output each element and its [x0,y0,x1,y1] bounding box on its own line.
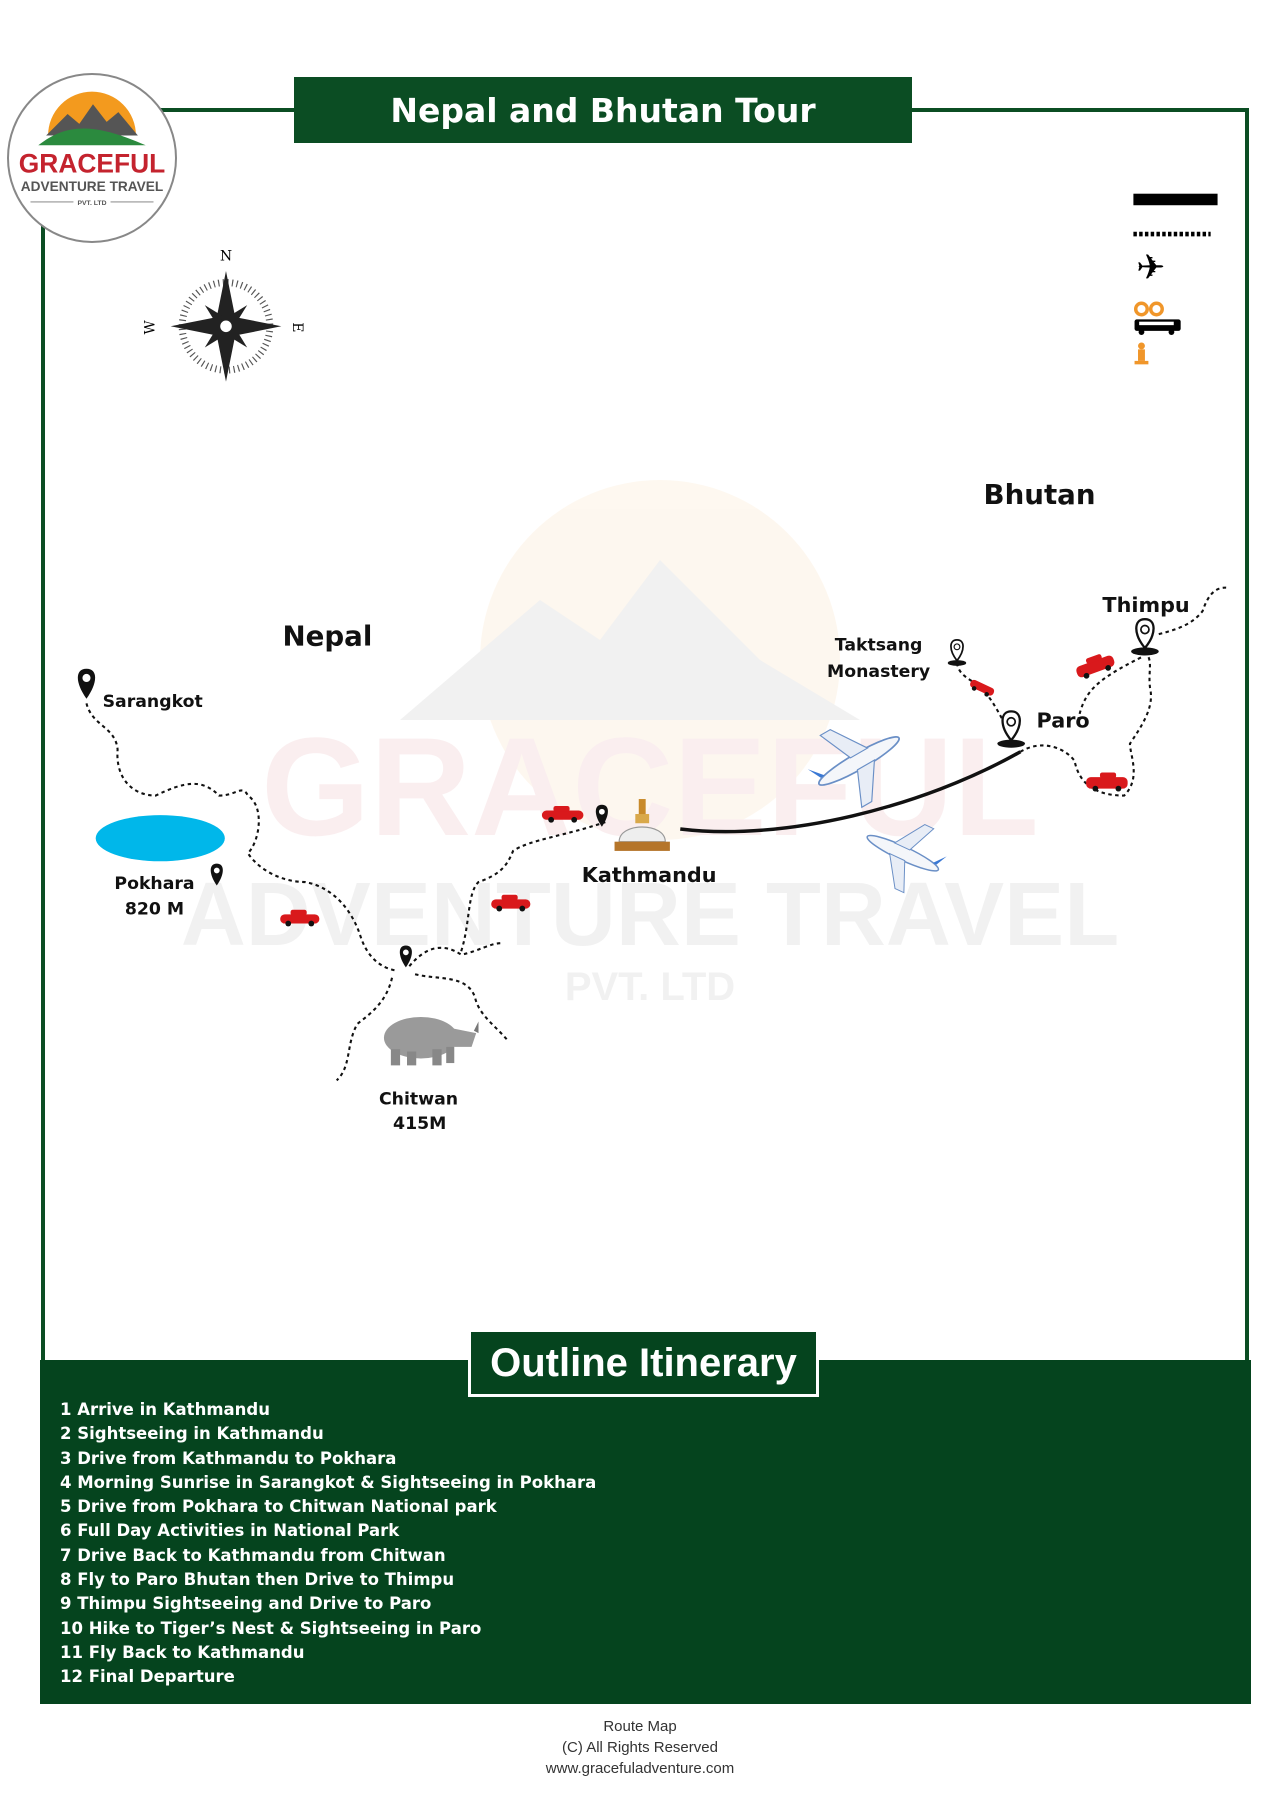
itinerary-item: 12 Final Departure [60,1667,235,1687]
place-label-kathmandu: Kathmandu [582,863,717,887]
svg-text:GRACEFUL: GRACEFUL [19,149,165,179]
map-pin-icon [399,945,412,968]
footer-website-link[interactable]: www.gracefuladventure.com [545,1760,735,1777]
place-altitude-pokhara: 820 M [125,899,184,919]
legend: ✈ [1133,193,1218,365]
itinerary-item: 9 Thimpu Sightseeing and Drive to Paro [60,1594,432,1614]
itinerary-item: 6 Full Day Activities in National Park [60,1521,400,1541]
flight-route [680,750,1022,834]
svg-text:PVT. LTD: PVT. LTD [77,200,106,207]
map-pin-icon [77,668,96,699]
rhino-icon [383,1016,479,1066]
map-pin-icon [947,639,967,666]
map-pin-icon [210,863,223,886]
compass-w: W [143,320,159,335]
compass-e: E [289,322,305,332]
itinerary-item: 7 Drive Back to Kathmandu from Chitwan [60,1545,446,1565]
map-pin-icon [595,804,608,827]
itinerary-item: 3 Drive from Kathmandu to Pokhara [60,1448,397,1468]
country-label-bhutan: Bhutan [984,478,1096,511]
footer: Route Map (C) All Rights Reserved www.gr… [0,1716,1280,1779]
stupa-icon [614,799,670,851]
airplane-icon [866,824,947,894]
itinerary-item: 11 Fly Back to Kathmandu [60,1642,305,1662]
itinerary-item: 1 Arrive in Kathmandu [60,1400,270,1419]
itinerary-title: Outline Itinerary [468,1329,819,1397]
place-altitude-chitwan: 415M [393,1114,446,1134]
itinerary-item: 10 Hike to Tiger’s Nest & Sightseeing in… [60,1618,482,1638]
company-logo: GRACEFUL ADVENTURE TRAVEL PVT. LTD [7,73,177,243]
hiker-icon [1134,342,1149,365]
compass-icon: N E W [143,249,305,382]
car-icon [1086,772,1128,792]
compass-n: N [220,249,232,265]
svg-text:ADVENTURE TRAVEL: ADVENTURE TRAVEL [21,179,163,194]
place-label-chitwan: Chitwan [379,1090,458,1110]
itinerary-item: 8 Fly to Paro Bhutan then Drive to Thimp… [60,1570,455,1590]
watermark: GRACEFUL ADVENTURE TRAVEL PVT. LTD [181,480,1119,1009]
itinerary-item: 2 Sightseeing in Kathmandu [60,1424,324,1444]
footer-copyright: (C) All Rights Reserved [562,1739,718,1756]
itinerary-item: 5 Drive from Pokhara to Chitwan National… [60,1497,497,1517]
country-label-nepal: Nepal [282,620,372,653]
place-label-taktsang: Taktsang [835,635,923,655]
svg-text:PVT. LTD: PVT. LTD [565,965,735,1009]
phewa-lake [95,815,225,862]
car-icon [970,679,995,697]
itinerary-list: 1 Arrive in Kathmandu 2 Sightseeing in K… [60,1398,596,1690]
page-title: Nepal and Bhutan Tour [294,77,912,143]
map-pin-icon [1131,618,1159,656]
bus-icon [1134,319,1181,335]
airplane-icon [807,728,900,809]
place-label-sarangkot: Sarangkot [103,692,203,712]
itinerary-panel: 1 Arrive in Kathmandu 2 Sightseeing in K… [40,1360,1251,1704]
binoculars-icon [1133,301,1164,317]
place-label-thimpu: Thimpu [1102,593,1189,617]
car-icon [541,805,584,823]
place-label-monastery: Monastery [827,662,930,682]
airplane-icon: ✈ [1136,248,1165,288]
car-icon [1076,654,1115,679]
legend-solid-line [1133,193,1218,206]
footer-route-map: Route Map [603,1718,677,1735]
map-pin-icon [997,710,1026,748]
svg-text:ADVENTURE TRAVEL: ADVENTURE TRAVEL [181,865,1119,965]
car-icon [491,894,531,912]
place-label-paro: Paro [1037,709,1090,733]
place-label-pokhara: Pokhara [114,874,194,894]
itinerary-item: 4 Morning Sunrise in Sarangkot & Sightse… [60,1472,597,1492]
car-icon [280,909,320,927]
drive-routes [85,586,1230,1082]
